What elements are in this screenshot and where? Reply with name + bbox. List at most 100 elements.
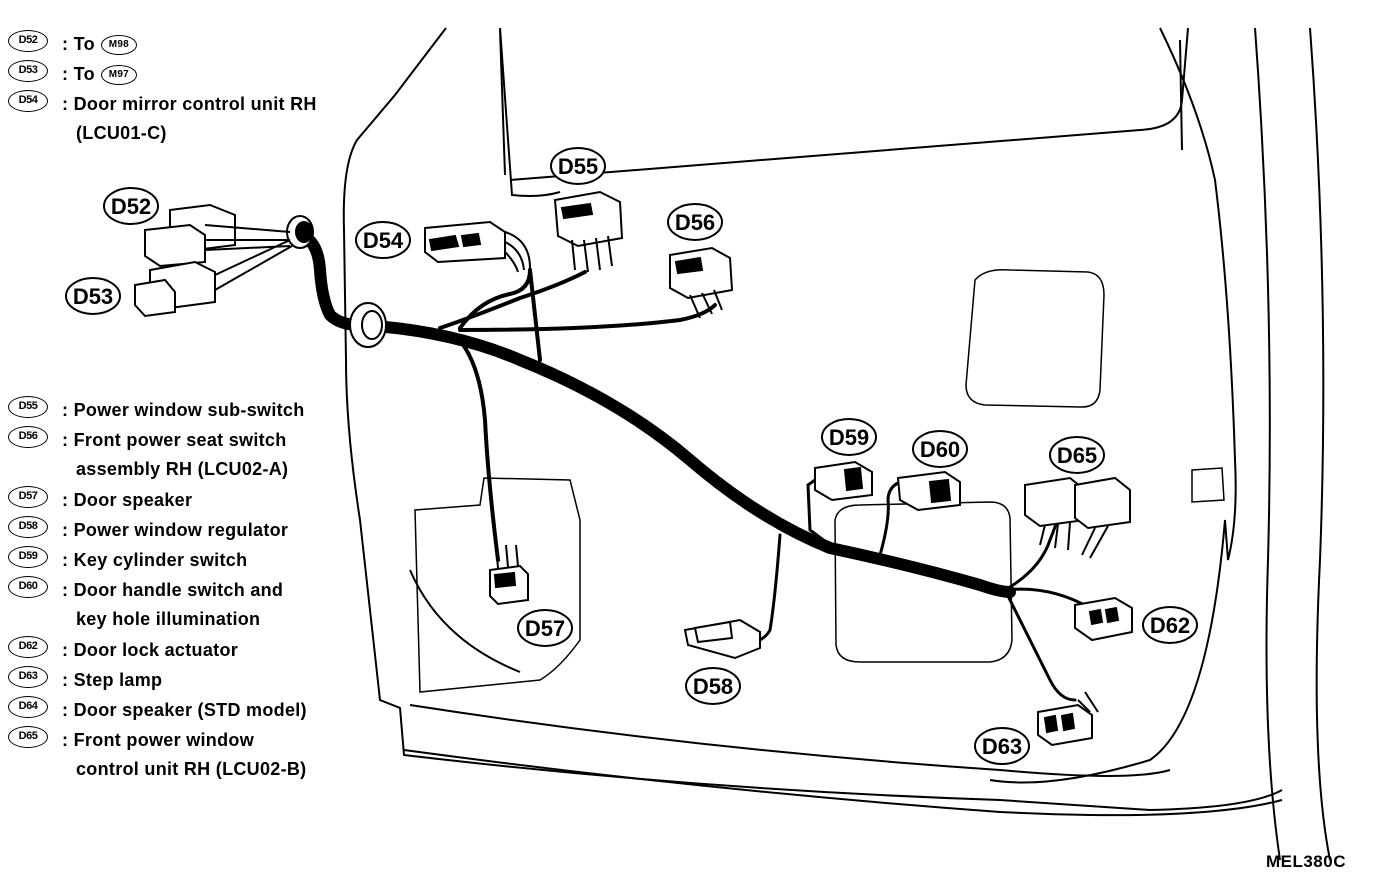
connector-d60-block	[896, 470, 961, 512]
callout-d56: D56	[667, 203, 723, 241]
connector-code-badge: D60	[8, 576, 48, 598]
connector-d62-block	[1074, 596, 1133, 642]
connector-code-badge: D63	[8, 666, 48, 688]
legend-text: Front power seat switch	[73, 430, 287, 450]
connector-d56-block	[669, 246, 734, 319]
callout-d55: D55	[550, 147, 606, 185]
callout-d60: D60	[912, 430, 968, 468]
separator: :	[62, 64, 69, 84]
legend-text: Step lamp	[73, 670, 163, 690]
connector-d52-block	[144, 203, 291, 268]
callout-label: D62	[1150, 613, 1190, 638]
legend-item-d64: D64 : Door speaker (STD model)	[8, 696, 307, 725]
callout-d62: D62	[1142, 606, 1198, 644]
legend-item-d57: D57 : Door speaker	[8, 486, 192, 515]
connector-code-badge: D55	[8, 396, 48, 418]
panel-cutouts	[414, 268, 1225, 693]
callout-label: D60	[920, 437, 960, 462]
grommet-upper	[286, 215, 314, 249]
connector-code-badge: D62	[8, 636, 48, 658]
legend-item-d58: D58 : Power window regulator	[8, 516, 288, 545]
legend-item-d54: D54 : Door mirror control unit RH (LCU01-…	[8, 90, 317, 148]
ref-connector-badge: M98	[100, 35, 137, 56]
callout-d63: D63	[974, 727, 1030, 765]
connector-code-badge: D64	[8, 696, 48, 718]
separator: :	[62, 640, 69, 660]
callout-d57: D57	[517, 609, 573, 647]
legend-item-d56: D56 : Front power seat switch assembly RH…	[8, 426, 288, 484]
legend-text: Door speaker (STD model)	[73, 700, 307, 720]
separator: :	[62, 520, 69, 540]
figure-code: MEL380C	[1265, 852, 1346, 871]
separator: :	[62, 400, 69, 420]
separator: :	[62, 430, 69, 450]
connector-d63-block	[1037, 691, 1099, 747]
connector-code-badge: D53	[8, 60, 48, 82]
legend-text-continued: key hole illumination	[76, 609, 261, 629]
legend-text: To	[73, 34, 95, 54]
callout-label: D65	[1057, 443, 1097, 468]
connector-d55-block	[553, 190, 624, 273]
legend-text: Front power window	[73, 730, 254, 750]
separator: :	[62, 490, 69, 510]
legend-text: Door speaker	[73, 490, 193, 510]
legend-item-d55: D55 : Power window sub-switch	[8, 396, 305, 425]
legend-text-continued: control unit RH (LCU02-B)	[76, 759, 307, 779]
legend-text-continued: (LCU01-C)	[76, 123, 167, 143]
legend-text: Door mirror control unit RH	[73, 94, 317, 114]
callout-d58: D58	[685, 667, 741, 705]
callout-label: D52	[111, 194, 151, 219]
callout-d54: D54	[355, 221, 411, 259]
separator: :	[62, 94, 69, 114]
connector-d57-block	[489, 544, 529, 606]
legend-item-d59: D59 : Key cylinder switch	[8, 546, 247, 575]
callout-label: D63	[982, 734, 1022, 759]
legend-text: To	[73, 64, 95, 84]
legend-item-d65: D65 : Front power window control unit RH …	[8, 726, 306, 784]
legend-text: Key cylinder switch	[73, 550, 248, 570]
legend-text: Door lock actuator	[73, 640, 239, 660]
separator: :	[62, 670, 69, 690]
callout-label: D57	[525, 616, 565, 641]
connector-code-badge: D57	[8, 486, 48, 508]
connector-code-badge: D52	[8, 30, 48, 52]
ref-connector-badge: M97	[100, 65, 137, 86]
grommet-lower	[349, 302, 387, 348]
separator: :	[62, 700, 69, 720]
callout-d53: D53	[65, 277, 121, 315]
callout-label: D54	[363, 228, 404, 253]
legend-text: Power window regulator	[73, 520, 289, 540]
separator: :	[62, 550, 69, 570]
connector-code-badge: D65	[8, 726, 48, 748]
connector-d58-block	[683, 618, 761, 660]
legend-text: Door handle switch and	[73, 580, 284, 600]
callout-label: D56	[675, 210, 715, 235]
legend-item-d60: D60 : Door handle switch and key hole ill…	[8, 576, 283, 634]
separator: :	[62, 580, 69, 600]
connector-d53-block	[134, 239, 293, 318]
callout-d65: D65	[1049, 436, 1105, 474]
connector-d54-block	[424, 220, 531, 273]
connector-code-badge: D59	[8, 546, 48, 568]
legend-item-d62: D62 : Door lock actuator	[8, 636, 238, 665]
callout-label: D58	[693, 674, 733, 699]
callout-d59: D59	[821, 418, 877, 456]
callout-label: D53	[73, 284, 113, 309]
legend-text: Power window sub-switch	[73, 400, 305, 420]
connector-code-badge: D58	[8, 516, 48, 538]
separator: :	[62, 34, 69, 54]
connector-code-badge: D54	[8, 90, 48, 112]
legend-item-d63: D63 : Step lamp	[8, 666, 162, 695]
connector-d59-block	[814, 460, 873, 502]
legend-text-continued: assembly RH (LCU02-A)	[76, 459, 289, 479]
callout-label: D55	[558, 154, 598, 179]
callout-d52: D52	[103, 187, 159, 225]
separator: :	[62, 730, 69, 750]
main-harness	[294, 229, 1092, 702]
connector-d65-block	[1024, 476, 1131, 559]
connector-code-badge: D56	[8, 426, 48, 448]
callout-label: D59	[829, 425, 869, 450]
